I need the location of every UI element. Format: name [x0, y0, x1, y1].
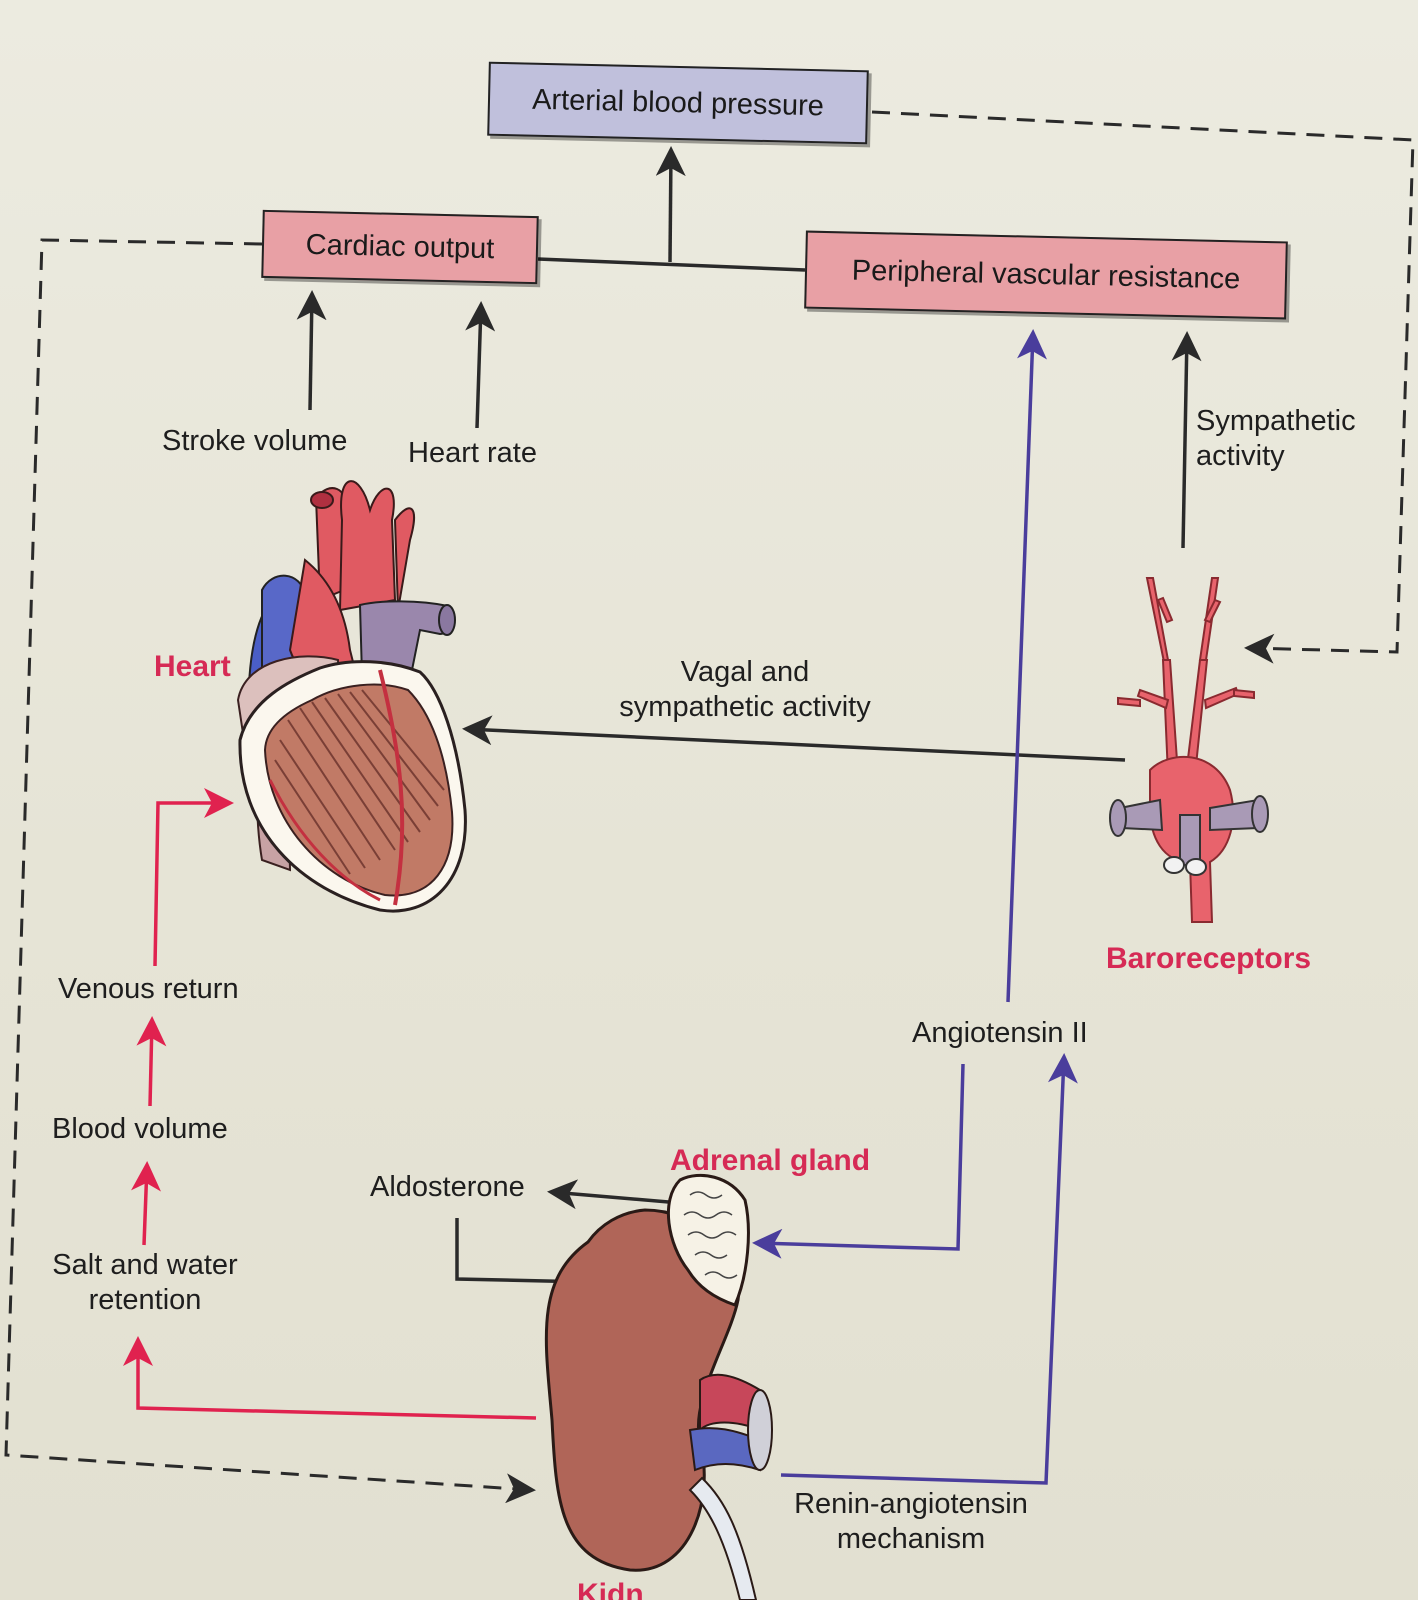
- arrow-sympathetic-activity: [1183, 335, 1187, 548]
- vagal-sympathetic-line2: sympathetic activity: [600, 690, 890, 725]
- arterial-blood-pressure-box: Arterial blood pressure: [487, 62, 869, 145]
- arrow-vagal-sympathetic: [466, 729, 1125, 760]
- dashed-line-right: [872, 112, 1413, 652]
- blue-arrows: [756, 333, 1064, 1483]
- kidney-illustration: [546, 1175, 772, 1600]
- arrow-renin-to-angiotensin: [781, 1057, 1064, 1483]
- arrow-kidney-to-salt: [138, 1340, 536, 1418]
- sympathetic-activity-label: Sympathetic activity: [1196, 404, 1356, 474]
- arrow-stroke-volume: [310, 294, 312, 410]
- sympathetic-activity-line2: activity: [1196, 439, 1356, 474]
- salt-water-retention-label: Salt and water retention: [30, 1248, 260, 1318]
- renin-angiotensin-label: Renin-angiotensin mechanism: [778, 1487, 1044, 1557]
- arrow-salt-to-blood-volume: [144, 1165, 147, 1245]
- vagal-sympathetic-line1: Vagal and: [600, 655, 890, 690]
- venous-return-label: Venous return: [58, 972, 239, 1007]
- renin-line1: Renin-angiotensin: [778, 1487, 1044, 1522]
- baroreceptors-label: Baroreceptors: [1106, 942, 1311, 976]
- arrow-angiotensin-to-pvr: [1008, 333, 1033, 1002]
- arrow-heart-rate: [477, 305, 481, 428]
- vagal-sympathetic-label: Vagal and sympathetic activity: [600, 655, 890, 725]
- cardiac-output-box: Cardiac output: [261, 210, 538, 284]
- stroke-volume-label: Stroke volume: [162, 424, 347, 459]
- adrenal-gland-label: Adrenal gland: [670, 1144, 870, 1178]
- heart-rate-label: Heart rate: [408, 436, 537, 471]
- salt-water-line1: Salt and water: [30, 1248, 260, 1283]
- sympathetic-activity-line1: Sympathetic: [1196, 404, 1356, 439]
- arrow-blood-volume-to-venous: [150, 1020, 152, 1106]
- angiotensin-ii-label: Angiotensin II: [912, 1016, 1088, 1051]
- salt-water-line2: retention: [30, 1283, 260, 1318]
- peripheral-vascular-resistance-box: Peripheral vascular resistance: [804, 231, 1288, 320]
- kidney-label: Kidn: [577, 1578, 644, 1600]
- arrow-to-arterial-bp: [670, 150, 671, 262]
- heart-label: Heart: [154, 650, 231, 684]
- renin-line2: mechanism: [778, 1522, 1044, 1557]
- aldosterone-label: Aldosterone: [370, 1170, 525, 1205]
- blood-volume-label: Blood volume: [52, 1112, 228, 1147]
- heart-illustration: [238, 481, 465, 911]
- arrow-venous-to-heart: [155, 803, 230, 966]
